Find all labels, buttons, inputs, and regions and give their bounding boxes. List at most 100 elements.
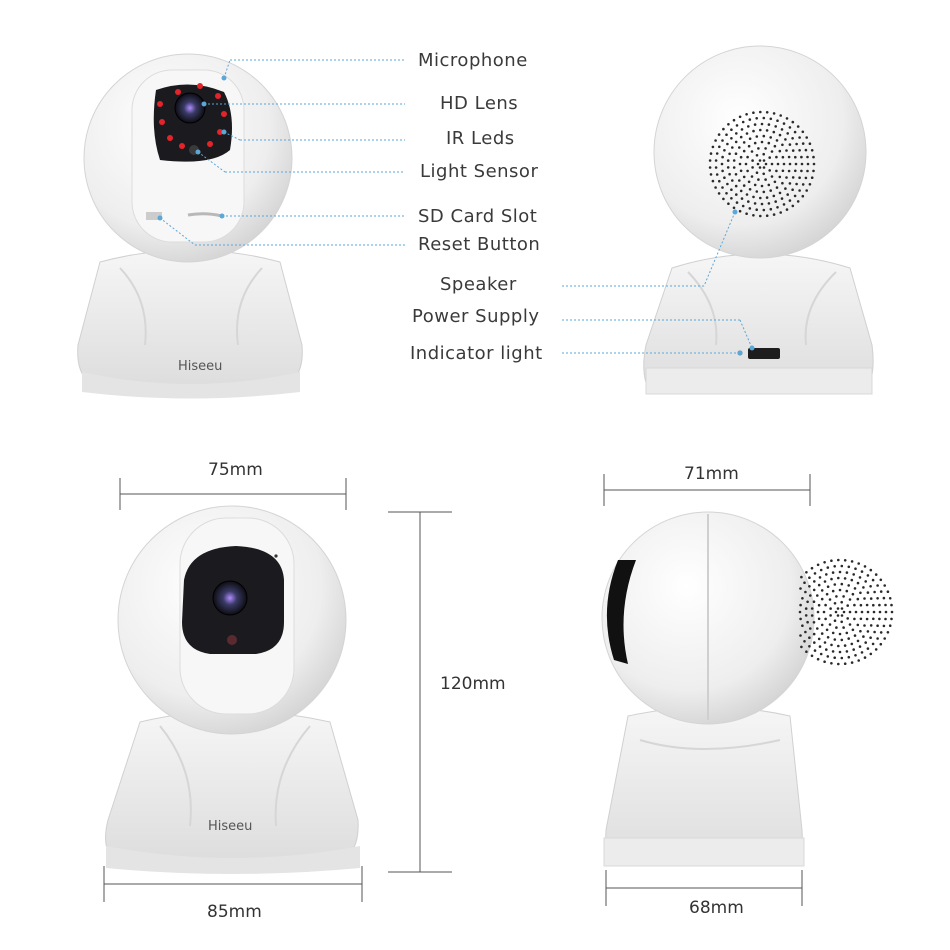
- speaker-hole: [817, 617, 821, 621]
- speaker-hole: [819, 652, 823, 656]
- dim-height: 120mm: [440, 674, 506, 694]
- speaker-hole: [730, 188, 733, 191]
- speaker-hole: [866, 610, 870, 614]
- speaker-hole: [725, 133, 728, 136]
- speaker-hole: [872, 610, 876, 614]
- speaker-hole: [863, 624, 866, 627]
- speaker-hole: [835, 626, 838, 629]
- speaker-hole: [843, 577, 847, 580]
- speaker-hole: [745, 193, 749, 196]
- speaker-hole: [762, 208, 766, 212]
- speaker-hole: [764, 178, 767, 181]
- speaker-hole: [773, 144, 777, 148]
- speaker-hole: [782, 203, 786, 206]
- speaker-hole: [784, 138, 787, 141]
- speaker-hole: [840, 600, 843, 604]
- speaker-hole: [801, 142, 805, 145]
- speaker-hole: [788, 162, 792, 166]
- speaker-hole: [755, 154, 759, 157]
- speaker-hole: [769, 136, 772, 139]
- speaker-hole: [759, 196, 762, 200]
- speaker-hole: [762, 116, 766, 120]
- speaker-hole: [859, 629, 862, 633]
- speaker-hole: [781, 169, 785, 173]
- speaker-hole: [808, 585, 811, 588]
- speaker-hole: [786, 193, 789, 196]
- speaker-hole: [769, 189, 772, 192]
- speaker-hole: [747, 180, 751, 184]
- speaker-hole: [812, 600, 816, 603]
- speaker-hole: [775, 186, 779, 189]
- speaker-hole: [858, 576, 862, 579]
- speaker-hole: [760, 122, 764, 126]
- speaker-hole: [876, 637, 879, 640]
- speaker-hole: [801, 624, 804, 627]
- speaker-hole: [745, 113, 748, 116]
- speaker-hole: [735, 124, 739, 127]
- speaker-hole: [874, 648, 878, 651]
- speaker-hole: [782, 122, 786, 125]
- speaker-hole: [859, 591, 862, 595]
- speaker-hole: [739, 169, 743, 173]
- speaker-hole: [820, 632, 824, 635]
- speaker-hole: [850, 661, 854, 664]
- speaker-hole: [767, 183, 771, 187]
- speaker-hole: [890, 617, 893, 621]
- speaker-hole: [842, 610, 846, 614]
- speaker-hole: [845, 650, 849, 653]
- speaker-hole: [848, 598, 852, 601]
- speaker-hole: [784, 187, 787, 190]
- speaker-hole: [742, 175, 746, 179]
- speaker-hole: [888, 597, 892, 600]
- label-hd-lens: HD Lens: [440, 93, 519, 114]
- speaker-hole: [873, 590, 876, 594]
- speaker-hole: [740, 128, 744, 131]
- speaker-hole: [768, 169, 771, 172]
- speaker-hole: [779, 211, 782, 214]
- speaker-hole: [755, 208, 758, 211]
- speaker-hole: [801, 597, 804, 600]
- speaker-hole: [812, 588, 816, 592]
- speaker-hole: [808, 636, 811, 639]
- speaker-hole: [791, 204, 795, 208]
- speaker-hole: [816, 563, 820, 567]
- speaker-hole: [826, 585, 830, 588]
- speaker-grille: [708, 110, 816, 218]
- speaker-hole: [721, 186, 724, 189]
- speaker-hole: [872, 603, 875, 607]
- speaker-hole: [779, 114, 782, 117]
- speaker-hole: [850, 578, 854, 582]
- speaker-hole: [794, 162, 798, 166]
- speaker-hole: [781, 155, 785, 159]
- speaker-hole: [714, 159, 718, 162]
- speaker-hole: [798, 149, 801, 152]
- speaker-hole: [794, 155, 797, 159]
- speaker-hole: [785, 208, 789, 211]
- speaker-hole: [838, 570, 842, 574]
- label-microphone: Microphone: [418, 50, 528, 71]
- speaker-hole: [872, 617, 875, 621]
- speaker-hole: [831, 571, 835, 574]
- speaker-hole: [714, 139, 717, 142]
- speaker-hole: [853, 617, 856, 621]
- speaker-hole: [791, 137, 794, 140]
- speaker-hole: [731, 179, 734, 182]
- speaker-hole: [774, 125, 777, 128]
- front-camera-bottom: Hiseeu: [105, 505, 360, 874]
- speaker-hole: [769, 207, 773, 211]
- front-camera-top: Hiseeu: [77, 53, 303, 399]
- callout-leaders-left: [159, 59, 405, 246]
- speaker-hole: [883, 584, 886, 587]
- speaker-hole: [865, 617, 869, 621]
- speaker-hole: [755, 117, 758, 120]
- speaker-hole: [843, 559, 847, 562]
- speaker-hole: [874, 573, 878, 576]
- label-light-sensor: Light Sensor: [420, 161, 539, 182]
- speaker-hole: [758, 166, 762, 169]
- speaker-hole: [742, 141, 746, 144]
- speaker-hole: [757, 178, 760, 181]
- speaker-hole: [871, 578, 875, 582]
- speaker-hole: [856, 597, 860, 601]
- speaker-hole: [741, 120, 745, 124]
- speaker-hole: [709, 173, 713, 176]
